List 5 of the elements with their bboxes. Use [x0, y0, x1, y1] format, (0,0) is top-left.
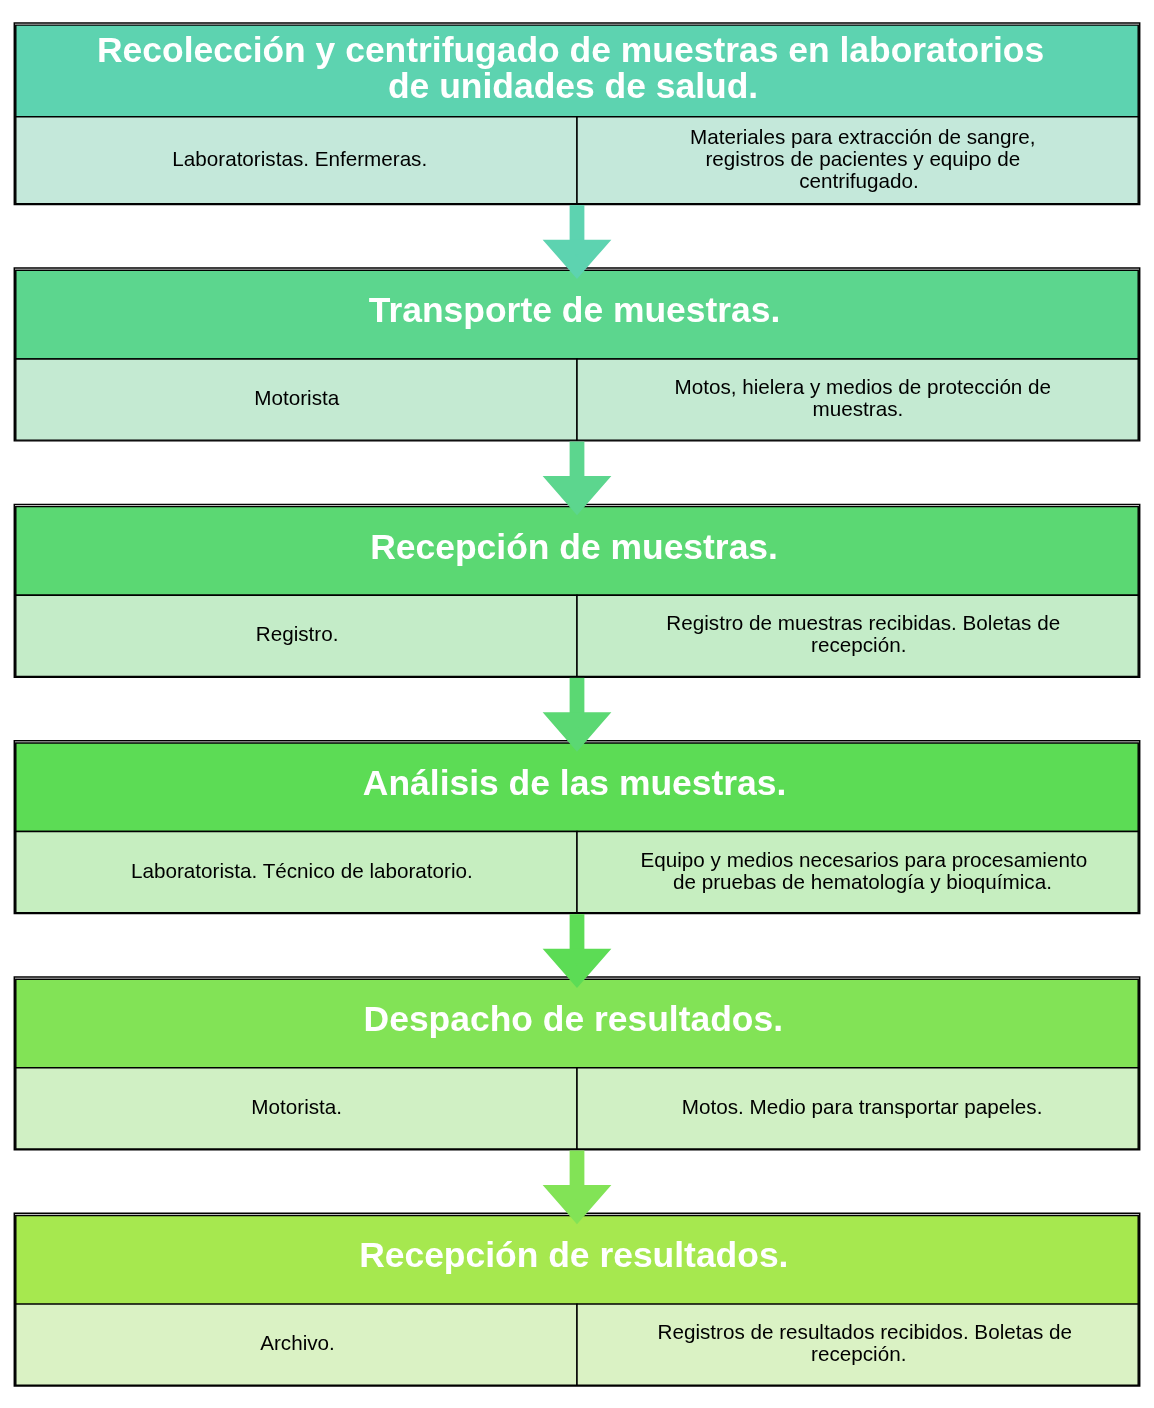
arrow: [542, 441, 612, 515]
arrow: [542, 204, 612, 279]
arrow: [542, 677, 612, 752]
arrow: [542, 1149, 612, 1224]
arrow: [542, 913, 612, 988]
